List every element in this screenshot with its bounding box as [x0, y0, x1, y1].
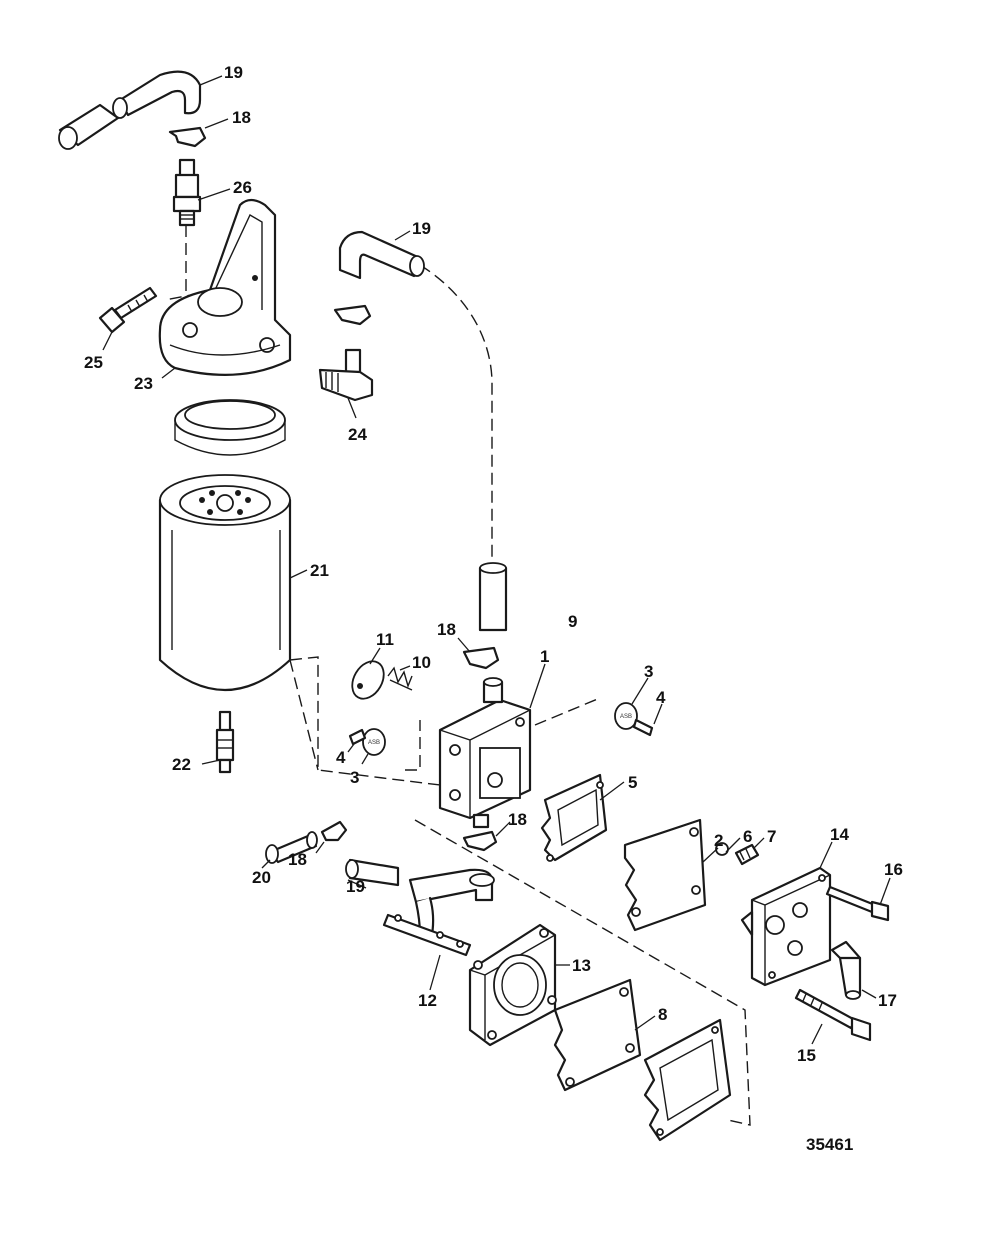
- pump-group-outline-lower: [414, 819, 751, 1126]
- callout-18: 18: [288, 850, 307, 869]
- callout-18: 18: [232, 108, 251, 127]
- callout-21: 21: [310, 561, 329, 580]
- callout-23: 23: [134, 374, 153, 393]
- hose-19-lower: [345, 858, 495, 937]
- callout-3: 3: [350, 768, 359, 787]
- clip-18-middle: [333, 304, 372, 326]
- gasket-lower: [643, 1018, 732, 1142]
- callout-19: 19: [412, 219, 431, 238]
- diaphragm-8: [553, 978, 642, 1092]
- hose-19-middle: [338, 230, 425, 280]
- bolt-15: [794, 988, 872, 1042]
- callout-10: 10: [412, 653, 431, 672]
- bolt-16: [825, 885, 890, 922]
- callout-4: 4: [656, 688, 666, 707]
- callout-3: 3: [644, 662, 653, 681]
- callout-1: 1: [540, 647, 549, 666]
- clip-18-pump-top: [462, 646, 500, 670]
- elbow-17: [830, 940, 862, 1000]
- diaphragm-2: [623, 818, 707, 932]
- screw-4-left: [348, 728, 367, 746]
- callout-11: 11: [376, 630, 394, 649]
- fitting-20: [265, 831, 318, 864]
- callout-17: 17: [878, 991, 897, 1010]
- callout-18: 18: [508, 810, 527, 829]
- clip-18-pump-bottom: [462, 830, 498, 852]
- leader-lines: [102, 75, 891, 1045]
- callout-7: 7: [767, 827, 776, 846]
- clip-18-lower-left: [320, 820, 348, 842]
- callout-labels: 19 18 26 19 25 23 24 21 9 18 1 11 10 3 4…: [84, 63, 903, 1065]
- callout-4: 4: [336, 748, 346, 767]
- bracket-group-outline: [289, 656, 441, 786]
- elbow-fitting-24: [318, 348, 374, 402]
- clip-18-top: [168, 126, 207, 148]
- callout-24: 24: [348, 425, 367, 444]
- callout-13: 13: [572, 956, 591, 975]
- callout-19: 19: [224, 63, 243, 82]
- callout-16: 16: [884, 860, 903, 879]
- pump-cover-14: [740, 866, 832, 987]
- bolt-25: [98, 286, 158, 334]
- svg-text:ASB: ASB: [620, 714, 632, 720]
- callout-12: 12: [418, 991, 437, 1010]
- filter-head-23: [158, 198, 292, 376]
- callout-2: 2: [714, 831, 723, 850]
- screw-4-right: [632, 718, 654, 737]
- drain-plug-22: [215, 710, 235, 774]
- callout-8: 8: [658, 1005, 667, 1024]
- pump-group-outline-top: [534, 697, 601, 726]
- callout-25: 25: [84, 353, 103, 372]
- disc-11: [351, 660, 385, 700]
- fitting-26: [172, 158, 202, 227]
- callout-20: 20: [252, 868, 271, 887]
- hose-pump-inlet: [478, 562, 508, 632]
- gasket-5: [540, 773, 608, 862]
- callout-9: 9: [568, 612, 577, 631]
- hose-19-top: [58, 70, 202, 150]
- filter-21: [158, 474, 292, 691]
- callout-15: 15: [797, 1046, 816, 1065]
- drawing-number: 35461: [806, 1135, 853, 1154]
- svg-text:ASB: ASB: [368, 740, 380, 746]
- screw-7: [734, 843, 760, 866]
- callout-19: 19: [346, 877, 365, 896]
- washer-3-left: ASB: [362, 728, 386, 756]
- hose-routing-line: [419, 264, 493, 565]
- callout-18: 18: [437, 620, 456, 639]
- housing-13: [468, 923, 557, 1047]
- seal-ring: [174, 399, 286, 456]
- spring-10: [387, 666, 413, 691]
- callout-26: 26: [233, 178, 252, 197]
- washer-3-right: ASB: [614, 702, 638, 730]
- fuel-pump-body-1: [438, 677, 532, 829]
- strap-12: [382, 913, 472, 957]
- callout-5: 5: [628, 773, 637, 792]
- callout-22: 22: [172, 755, 191, 774]
- callout-14: 14: [830, 825, 849, 844]
- callout-6: 6: [743, 827, 752, 846]
